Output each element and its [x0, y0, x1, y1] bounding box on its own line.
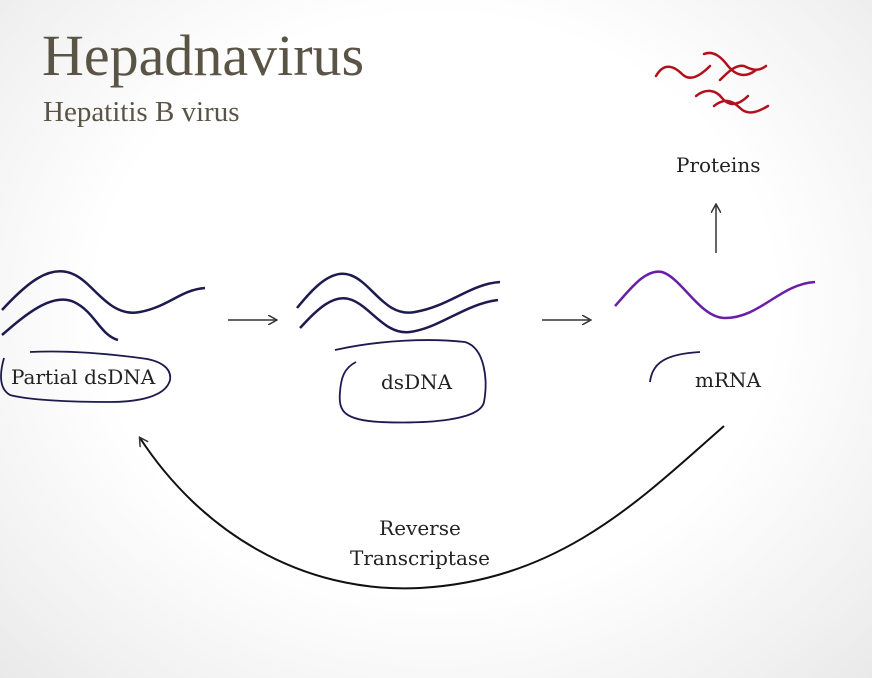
partial-dsdna-strand-top	[1, 270, 206, 314]
node-label-mrna: mRNA	[695, 368, 761, 392]
page-subtitle: Hepatitis B virus	[43, 96, 240, 128]
node-label-proteins: Proteins	[676, 153, 761, 177]
edge-label-transcriptase: Transcriptase	[350, 546, 490, 570]
dsdna-circle	[334, 339, 487, 424]
node-label-partial-dsdna: Partial dsDNA	[11, 365, 156, 389]
mrna-partial-loop	[649, 351, 701, 383]
mrna-strand	[614, 270, 816, 320]
protein-squiggle-1	[654, 64, 712, 79]
protein-squiggle-3	[718, 64, 768, 82]
partial-dsdna-strand-bottom	[1, 298, 119, 342]
dsdna-strand-top	[296, 272, 501, 314]
partial-dsdna-circle	[0, 350, 172, 403]
page-title: Hepadnavirus	[42, 23, 365, 88]
protein-squiggle-5	[712, 99, 770, 114]
dsdna-strand-bottom	[299, 297, 499, 334]
edge-label-reverse: Reverse	[379, 516, 461, 540]
node-label-dsdna: dsDNA	[381, 370, 453, 394]
protein-squiggle-4	[694, 89, 750, 106]
partial-dsdna-strands	[1, 270, 206, 342]
dsdna-strands	[296, 272, 501, 334]
protein-squiggles	[654, 51, 770, 114]
protein-squiggle-2	[702, 51, 758, 77]
arrow-reverse-transcriptase	[140, 425, 725, 590]
